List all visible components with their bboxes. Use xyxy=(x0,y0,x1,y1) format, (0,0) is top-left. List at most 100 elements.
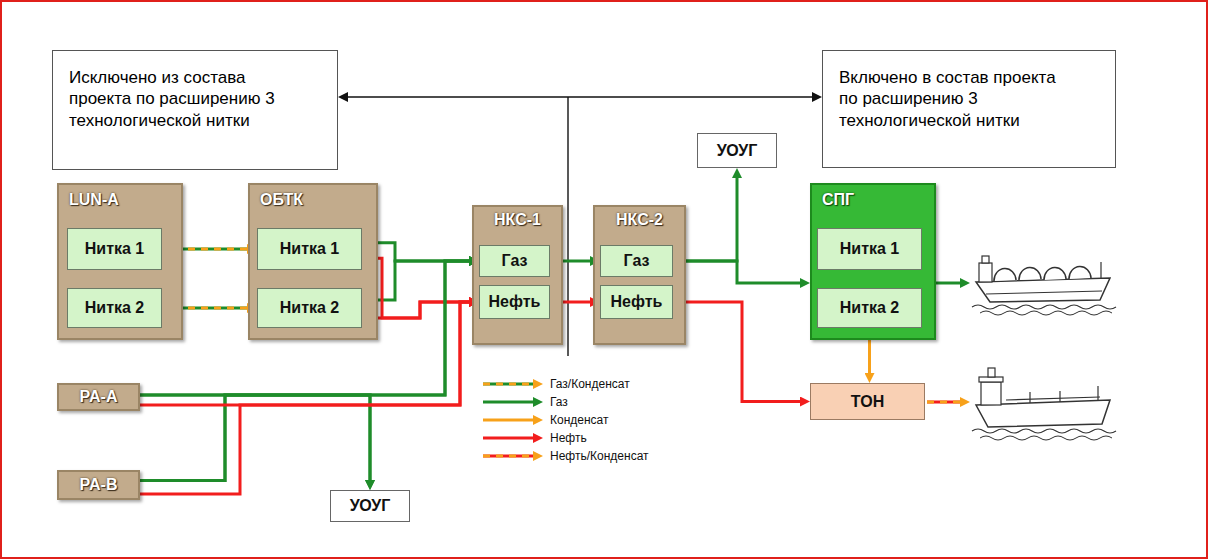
flow-connector xyxy=(140,395,370,483)
connector-line xyxy=(140,261,472,481)
box-label: ТОН xyxy=(851,393,884,411)
platform-box: PA-A xyxy=(57,383,140,411)
lng-plant-box: СПГ Нитка 1 Нитка 2 xyxy=(810,183,936,340)
legend-sample-layer xyxy=(483,384,536,456)
legend-line-sample xyxy=(483,402,536,403)
box-label: Исключено из состава проекта по расширен… xyxy=(69,67,293,131)
oil-tanker xyxy=(972,368,1116,440)
box-label: УОУГ xyxy=(717,142,758,160)
process-train-box: Нитка 1 xyxy=(817,228,922,270)
lng-export-arrow xyxy=(932,282,963,285)
box-label: Нефть xyxy=(611,293,663,311)
sea-waves xyxy=(972,429,1116,433)
ship-mast xyxy=(1097,386,1098,400)
box-label: PA-B xyxy=(80,476,118,494)
flow-connector xyxy=(362,302,472,318)
sea-waves xyxy=(980,311,1112,315)
flow-connector xyxy=(362,258,472,318)
process-train-box: Газ xyxy=(479,245,550,277)
process-train-box: Нефть xyxy=(479,285,550,319)
connector-line xyxy=(483,383,536,386)
flow-connector xyxy=(345,97,815,98)
sea-waves xyxy=(972,305,1116,309)
ship-superstructure xyxy=(979,263,992,282)
box-label: Газ xyxy=(502,252,528,270)
box-label: Включено в состав проекта по расширению … xyxy=(839,67,1071,131)
facility-group-box: LUN-A Нитка 1 Нитка 2 xyxy=(57,183,183,340)
box-label: Нитка 2 xyxy=(85,299,144,317)
lng-tank-dome xyxy=(1069,267,1091,279)
box-label: Нитка 2 xyxy=(280,299,339,317)
legend-line-sample xyxy=(483,384,536,385)
connector-line xyxy=(362,258,472,318)
legend-line-sample xyxy=(483,456,536,457)
connector-line xyxy=(345,96,815,98)
lng-tank-dome xyxy=(1044,267,1066,280)
process-train-box: Нитка 1 xyxy=(257,228,362,270)
lng-tank-dome xyxy=(1019,267,1041,280)
legend-label: Газ xyxy=(550,394,568,410)
flow-connector xyxy=(673,261,803,283)
legend-line-sample xyxy=(483,438,536,439)
ship-bridge xyxy=(979,377,1003,382)
connector-line xyxy=(140,395,370,483)
scope-note-box: Включено в состав проекта по расширению … xyxy=(822,50,1116,168)
box-label: Нитка 1 xyxy=(280,240,339,258)
legend-label: Нефть/Конденсат xyxy=(550,448,649,464)
legend-label: Газ/Конденсат xyxy=(550,376,630,392)
gas-utilization-box: УОУГ xyxy=(697,133,777,168)
flow-connector xyxy=(140,395,370,483)
sea-waves xyxy=(980,436,1112,440)
group-title: НКС-2 xyxy=(595,207,684,229)
connector-line xyxy=(673,261,803,283)
deck-post xyxy=(1029,392,1030,403)
deck-pipe xyxy=(1006,397,1100,400)
connector-line xyxy=(483,401,536,404)
connector-line xyxy=(362,261,472,300)
process-train-box: Нефть xyxy=(600,285,673,319)
box-label: Газ xyxy=(624,252,650,270)
connector-dash xyxy=(483,455,536,458)
ship-superstructure xyxy=(981,382,1001,405)
group-title: ОБТК xyxy=(250,185,376,209)
ship-mast xyxy=(1100,262,1101,279)
box-label: PA-A xyxy=(80,388,118,406)
flow-connector xyxy=(362,261,472,300)
box-label: Нефть xyxy=(489,293,541,311)
facility-group-box: НКС-2ГазНефть xyxy=(593,205,686,345)
group-title: СПГ xyxy=(812,185,934,209)
group-title: LUN-A xyxy=(59,185,181,209)
box-label: Нитка 1 xyxy=(840,240,899,258)
scope-divider xyxy=(567,97,569,356)
scope-note-box: Исключено из состава проекта по расширен… xyxy=(52,50,338,170)
connector-line xyxy=(483,419,536,422)
connector-line xyxy=(673,302,803,402)
connector-line xyxy=(483,437,536,440)
process-train-box: Нитка 2 xyxy=(67,288,162,328)
oil-export-arrow xyxy=(927,401,963,404)
terminal-box: ТОН xyxy=(810,383,925,420)
group-title: НКС-1 xyxy=(474,207,561,229)
box-label: УОУГ xyxy=(350,497,391,515)
legend-label: Конденсат xyxy=(550,412,609,428)
legend-line-sample xyxy=(483,420,536,421)
process-train-box: Газ xyxy=(600,245,673,277)
ship-funnel xyxy=(982,256,989,263)
gas-utilization-box: УОУГ xyxy=(330,490,410,522)
hull-stripe xyxy=(986,291,1102,294)
deck-post xyxy=(1059,391,1060,402)
lng-carrier xyxy=(972,256,1116,315)
facility-group-box: ОБТК Нитка 1 Нитка 2 xyxy=(248,183,378,340)
process-train-box: Нитка 2 xyxy=(817,288,922,328)
ship-hull xyxy=(976,278,1110,302)
box-label: Нитка 1 xyxy=(85,240,144,258)
connector-line xyxy=(483,455,536,458)
platform-box: PA-B xyxy=(57,470,140,500)
ship-funnel xyxy=(988,368,995,377)
lng-tank-dome xyxy=(994,268,1016,281)
oil-export-arrow-dash xyxy=(927,401,963,404)
connector-line xyxy=(362,302,472,318)
process-train-box: Нитка 2 xyxy=(257,288,362,328)
